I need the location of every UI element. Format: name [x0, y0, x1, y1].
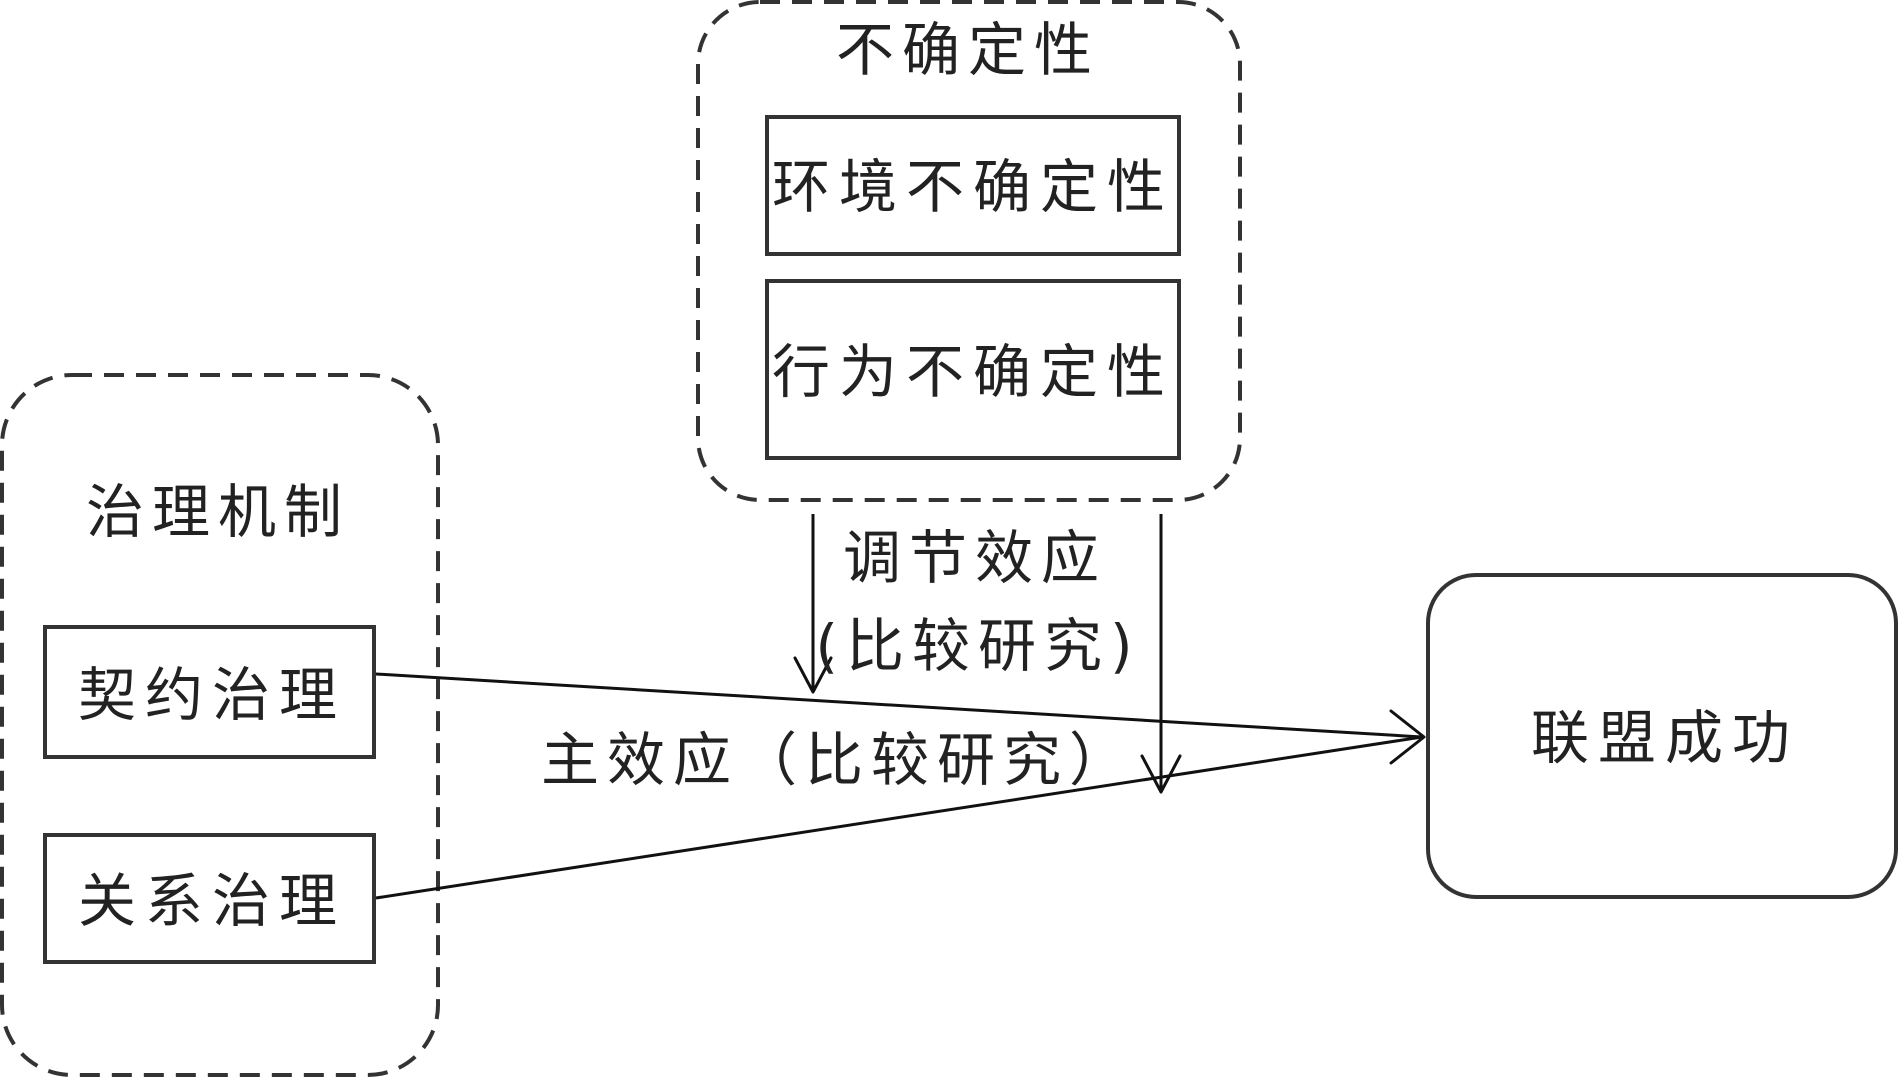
behavior-uncertainty-label: 行为不确定性 — [772, 338, 1174, 406]
moderation-arrowhead-right — [1140, 754, 1182, 794]
moderation-comparison-label: (比较研究) — [815, 612, 1140, 680]
moderation-arrowhead-left — [793, 656, 833, 694]
governance-group-frame — [0, 373, 440, 1077]
environment-uncertainty-label: 环境不确定性 — [772, 153, 1174, 221]
relational-governance-label: 关系治理 — [78, 867, 346, 935]
success-arrowhead — [1389, 709, 1426, 765]
relational-governance-box — [43, 833, 376, 964]
behavior-uncertainty-box — [765, 279, 1181, 460]
contract-to-success-arrow — [375, 672, 1423, 739]
uncertainty-group-frame — [696, 0, 1242, 502]
alliance-success-box — [1426, 573, 1898, 899]
contract-governance-label: 契约治理 — [78, 661, 346, 729]
governance-group-title: 治理机制 — [86, 478, 350, 546]
environment-uncertainty-box — [765, 115, 1181, 256]
relational-to-success-arrow — [375, 735, 1423, 900]
contract-governance-box — [43, 625, 376, 759]
moderation-effect-label: 调节效应 — [843, 524, 1107, 592]
alliance-success-label: 联盟成功 — [1531, 704, 1799, 772]
main-effect-label: 主效应（比较研究） — [541, 726, 1135, 794]
uncertainty-group-title: 不确定性 — [836, 16, 1100, 84]
